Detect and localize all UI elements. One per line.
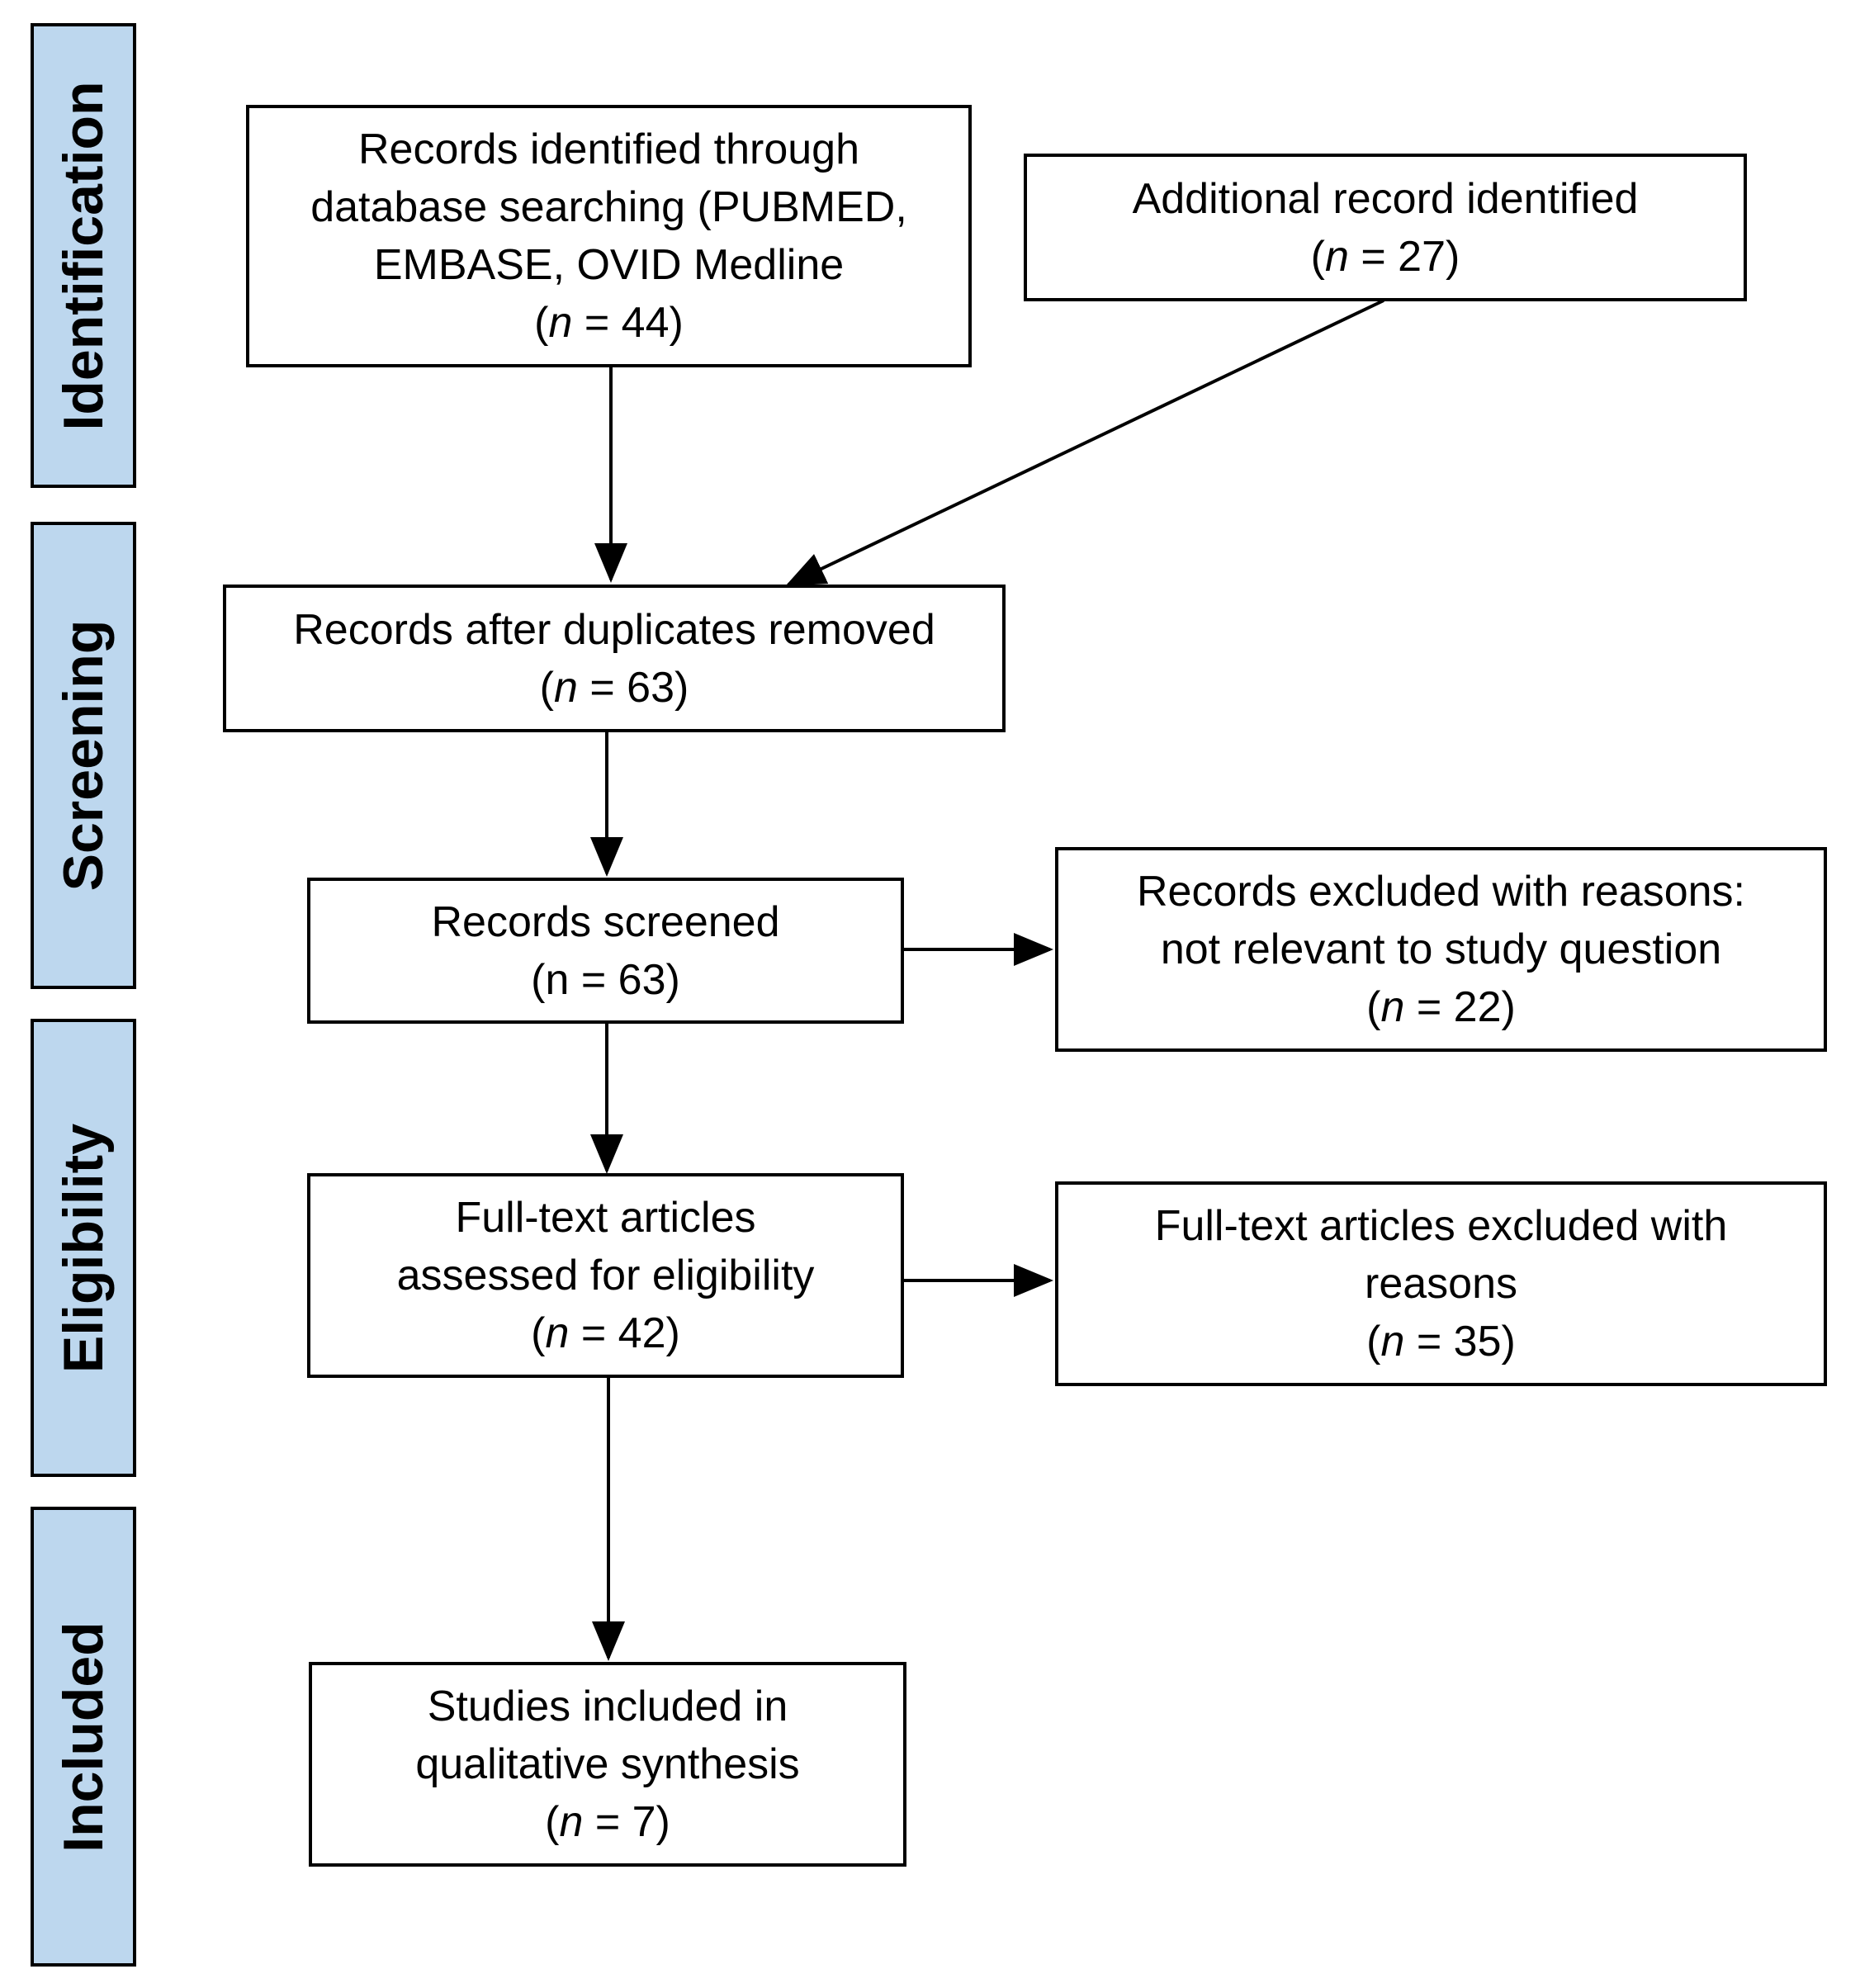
additional-records-line-1: Additional record identified [1132, 174, 1639, 223]
fulltext-assessed-count-open: ( [531, 1309, 546, 1357]
box-additional-records: Additional record identified (n = 27) [1024, 154, 1747, 301]
database-search-count-value: = 44) [572, 299, 684, 347]
records-excluded-count-open: ( [1366, 983, 1381, 1031]
after-duplicates-line-1: Records after duplicates removed [293, 605, 935, 654]
records-excluded-count-var: n [1380, 983, 1405, 1031]
records-excluded-count-value: = 22) [1404, 983, 1516, 1031]
after-duplicates-count-value: = 63) [577, 663, 689, 712]
records-excluded-line-1: Records excluded with reasons: [1136, 868, 1746, 916]
fulltext-excluded-count-var: n [1380, 1318, 1405, 1366]
arrow-additional-to-duplicates [785, 299, 1384, 586]
database-search-count-var: n [548, 299, 573, 347]
records-screened-line-1: Records screened [431, 897, 780, 946]
database-search-line-3: EMBASE, OVID Medline [373, 241, 845, 289]
database-search-count: (n = 44) [534, 294, 684, 352]
phase-included: Included [31, 1507, 136, 1967]
database-search-count-open: ( [534, 299, 549, 347]
after-duplicates-count-open: ( [539, 663, 554, 712]
after-duplicates-count: (n = 63) [540, 659, 689, 717]
box-database-search: Records identified through database sear… [246, 105, 972, 367]
records-excluded-line-2: not relevant to study question [1160, 925, 1722, 973]
fulltext-assessed-line-2: assessed for eligibility [396, 1252, 815, 1299]
studies-included-count-value: = 7) [583, 1798, 670, 1846]
studies-included-count: (n = 7) [545, 1793, 670, 1851]
fulltext-excluded-line-2: reasons [1365, 1260, 1517, 1308]
fulltext-excluded-count: (n = 35) [1366, 1313, 1516, 1370]
box-studies-included: Studies included in qualitative synthesi… [309, 1662, 906, 1867]
fulltext-assessed-count-value: = 42) [569, 1309, 680, 1357]
studies-included-line-2: qualitative synthesis [415, 1740, 800, 1788]
studies-included-count-open: ( [545, 1798, 560, 1846]
database-search-line-1: Records identified through [357, 125, 860, 173]
records-screened-count: (n = 63) [531, 955, 680, 1004]
phase-identification: Identification [31, 23, 136, 488]
fulltext-assessed-line-1: Full-text articles [455, 1194, 756, 1242]
box-after-duplicates: Records after duplicates removed (n = 63… [223, 585, 1006, 732]
phase-eligibility: Eligibility [31, 1019, 136, 1477]
box-fulltext-assessed: Full-text articles assessed for eligibil… [307, 1173, 904, 1378]
database-search-line-2: database searching (PUBMED, [310, 183, 907, 231]
fulltext-assessed-count-var: n [545, 1309, 570, 1357]
additional-records-count-open: ( [1310, 232, 1325, 281]
fulltext-excluded-count-value: = 35) [1404, 1318, 1516, 1366]
box-fulltext-excluded: Full-text articles excluded with reasons… [1055, 1181, 1827, 1386]
box-records-excluded: Records excluded with reasons: not relev… [1055, 847, 1827, 1052]
fulltext-excluded-line-1: Full-text articles excluded with [1154, 1202, 1728, 1250]
additional-records-count: (n = 27) [1311, 228, 1460, 286]
records-excluded-count: (n = 22) [1366, 978, 1516, 1036]
studies-included-line-1: Studies included in [427, 1683, 788, 1730]
fulltext-excluded-count-open: ( [1366, 1318, 1381, 1366]
additional-records-count-var: n [1324, 232, 1349, 281]
phase-screening: Screening [31, 522, 136, 989]
additional-records-count-value: = 27) [1348, 232, 1460, 281]
fulltext-assessed-count: (n = 42) [531, 1304, 680, 1362]
studies-included-count-var: n [559, 1798, 584, 1846]
after-duplicates-count-var: n [553, 663, 578, 712]
box-records-screened: Records screened (n = 63) [307, 878, 904, 1024]
